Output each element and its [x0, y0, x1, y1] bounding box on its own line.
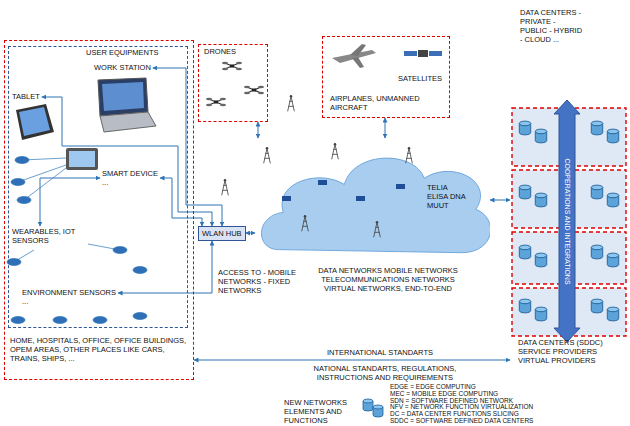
connector	[194, 360, 510, 361]
user-equipment-group: USER EQUIPMENTS WORK STATION TABLET SMART D…	[8, 46, 188, 328]
cooperation-label: COOPERATIONS AND INTEGRATIONS	[563, 157, 572, 287]
network-cloud: TELIA ELISA DNA MUUT	[255, 138, 490, 262]
node-text: SMART DEVICE	[102, 169, 158, 178]
connector	[40, 178, 100, 226]
legend-text: EDGE = EDGE COMPUTING	[390, 384, 476, 391]
dc-column	[512, 100, 626, 342]
node-text: ...	[102, 178, 158, 187]
node-text: WEARABLES, IOT SENSORS	[12, 227, 84, 245]
wlan-hub: WLAN HUB	[198, 226, 246, 241]
standards-label: NATIONAL STANDARTS, REGULATIONS, INSTRUC…	[290, 364, 480, 382]
connector	[246, 233, 255, 234]
node-text: USER EQUIPMENTS	[86, 48, 186, 57]
node-text: SATELLITES	[398, 74, 448, 83]
device-label: WEARABLES, IOT SENSORS	[10, 226, 86, 246]
connector	[490, 200, 510, 201]
node-text: TABLET	[12, 92, 40, 101]
node-text: AIRPLANES, UNMANNED AIRCRAFT	[330, 94, 430, 112]
connector	[160, 178, 202, 226]
connector	[153, 68, 222, 226]
node-text: WORK STATION	[94, 63, 151, 72]
node-text: WLAN HUB	[202, 229, 242, 238]
node-text: ENVIRONMENT SENSORS	[22, 288, 116, 297]
node-text: HOME, HOSPITALS, OFFICE, OFFICE BUILDING…	[10, 336, 190, 363]
connector	[258, 122, 259, 138]
laptop-icon	[98, 78, 156, 132]
connector-label: INTERNATIONAL STANDARTS	[270, 348, 490, 357]
device-label: ENVIRONMENT SENSORS...	[20, 287, 118, 307]
aircraft-icons	[332, 44, 442, 68]
access-label: ACCESS TO - MOBILE NETWORKS - FIXED NETW…	[218, 268, 298, 295]
device-label: TABLET	[10, 91, 42, 102]
tablet-icon	[16, 104, 54, 140]
legend-text: NFV = NETWORK FUNCTION VIRTUALIZATION	[390, 404, 533, 411]
legend-text: SDDC = SOFTWARE DEFINED DATA CENTERS	[390, 418, 533, 425]
site-region: HOME, HOSPITALS, OFFICE, OFFICE BUILDING…	[4, 40, 194, 380]
device-label: SMART DEVICE...	[100, 168, 160, 188]
smart-device-icon	[66, 148, 98, 170]
cloud-outline	[261, 158, 490, 253]
drone-region: DRONES	[198, 44, 268, 122]
node-text: TELIA ELISA DNA MUUT	[427, 183, 467, 210]
legend-text: SDN = SOFTWARE DEFINED NETWORK	[390, 398, 513, 405]
legend-text: DC = DATA CENTER FUNCTIONS SLICING	[390, 411, 519, 418]
legend-title: NEW NETWORKS ELEMENTS AND FUNCTIONS	[284, 398, 360, 425]
aircraft-region: AIRPLANES, UNMANNED AIRCRAFT SATELLITES	[322, 36, 450, 118]
device-label: WORK STATION	[92, 62, 153, 73]
legend-text: MEC = MOBILE EDGE COMPUTING	[390, 391, 498, 398]
node-text: DATA CENTERS - PRIVATE - PUBLIC - HYBRID…	[520, 8, 584, 44]
drone-icons	[206, 62, 264, 106]
sensor-icons	[7, 157, 147, 324]
connector	[42, 97, 212, 226]
connector	[385, 118, 386, 138]
network-types-label: DATA NETWORKS MOBILE NETWORKS TELECOMMUN…	[318, 266, 458, 293]
node-text: DATA CENTERS (SDDC) SERVICE PROVIDERS VI…	[518, 338, 626, 365]
node-text: DRONES	[204, 47, 264, 56]
connector	[118, 241, 212, 293]
node-text: ...	[22, 297, 116, 306]
legend-icon	[363, 399, 383, 417]
